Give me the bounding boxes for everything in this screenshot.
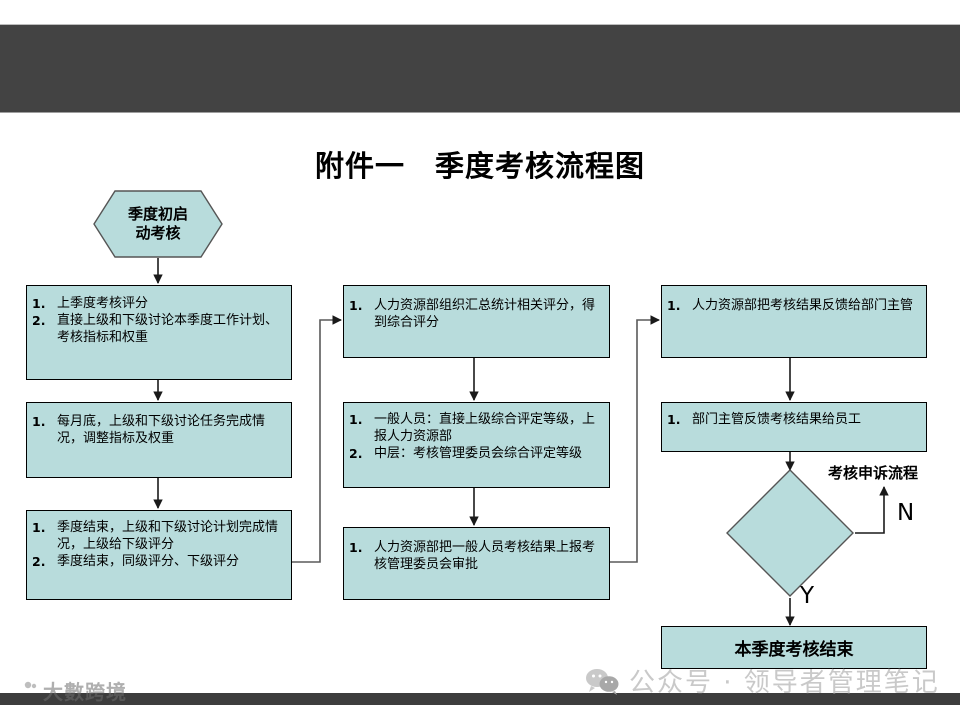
list-item: 1. 一般人员：直接上级综合评定等级，上报人力资源部 bbox=[344, 411, 607, 445]
box-item-list: 1. 上季度考核评分 2. 直接上级和下级讨论本季度工作计划、考核指标和权重 bbox=[27, 295, 289, 346]
watermark-right-text: 公众号 · 领导者管理笔记 bbox=[629, 668, 940, 698]
box-item-list: 1. 季度结束，上级和下级讨论计划完成情况，上级给下级评分 2. 季度结束，同级… bbox=[27, 519, 289, 570]
list-item-number: 2. bbox=[32, 554, 46, 569]
process-box-right-2[interactable]: 1. 部门主管反馈考核结果给员工 bbox=[661, 402, 927, 452]
box-item-list: 1. 部门主管反馈考核结果给员工 bbox=[662, 411, 924, 428]
branch-label-yes: Y bbox=[800, 583, 815, 609]
list-item-text: 季度结束，同级评分、下级评分 bbox=[57, 554, 240, 569]
watermark-left: 大數跨境 bbox=[8, 676, 127, 705]
box-item-list: 1. 每月底，上级和下级讨论任务完成情况，调整指标及权重 bbox=[27, 413, 289, 447]
box-item-list: 1. 人力资源部把考核结果反馈给部门主管 bbox=[662, 297, 924, 314]
decision-diamond[interactable] bbox=[725, 468, 855, 598]
list-item-text: 部门主管反馈考核结果给员工 bbox=[692, 412, 862, 427]
list-item: 1. 上季度考核评分 bbox=[27, 295, 289, 312]
branch-label-no: N bbox=[897, 500, 915, 526]
list-item-text: 中层：考核管理委员会综合评定等级 bbox=[374, 446, 583, 461]
list-item: 2. 中层：考核管理委员会综合评定等级 bbox=[344, 445, 607, 462]
list-item-number: 2. bbox=[32, 313, 46, 328]
process-box-left-2[interactable]: 1. 每月底，上级和下级讨论任务完成情况，调整指标及权重 bbox=[26, 402, 292, 478]
list-item-text: 人力资源部把考核结果反馈给部门主管 bbox=[692, 298, 914, 313]
list-item-number: 1. bbox=[667, 298, 681, 313]
brand-logo-icon bbox=[13, 681, 37, 700]
list-item: 2. 季度结束，同级评分、下级评分 bbox=[27, 553, 289, 570]
list-item-number: 1. bbox=[32, 520, 46, 535]
list-item: 1. 人力资源部把一般人员考核结果上报考核管理委员会审批 bbox=[344, 539, 607, 573]
list-item-text: 一般人员：直接上级综合评定等级，上报人力资源部 bbox=[374, 412, 596, 444]
list-item-text: 直接上级和下级讨论本季度工作计划、考核指标和权重 bbox=[57, 313, 279, 345]
list-item-text: 每月底，上级和下级讨论任务完成情况，调整指标及权重 bbox=[57, 414, 266, 446]
footer-bar bbox=[0, 693, 960, 705]
list-item-text: 上季度考核评分 bbox=[57, 296, 149, 311]
box-item-list: 1. 人力资源部组织汇总统计相关评分，得到综合评分 bbox=[344, 297, 607, 331]
box-item-list: 1. 一般人员：直接上级综合评定等级，上报人力资源部 2. 中层：考核管理委员会… bbox=[344, 411, 607, 462]
watermark-left-text: 大數跨境 bbox=[43, 680, 127, 704]
top-banner bbox=[0, 24, 960, 113]
list-item-text: 季度结束，上级和下级讨论计划完成情况，上级给下级评分 bbox=[57, 520, 279, 552]
process-box-right-1[interactable]: 1. 人力资源部把考核结果反馈给部门主管 bbox=[661, 285, 927, 358]
process-box-middle-2[interactable]: 1. 一般人员：直接上级综合评定等级，上报人力资源部 2. 中层：考核管理委员会… bbox=[343, 402, 610, 488]
hexagon-shape bbox=[93, 190, 223, 258]
list-item-number: 1. bbox=[32, 296, 46, 311]
page-title: 附件一 季度考核流程图 bbox=[314, 149, 645, 183]
list-item: 2. 直接上级和下级讨论本季度工作计划、考核指标和权重 bbox=[27, 312, 289, 346]
process-box-middle-1[interactable]: 1. 人力资源部组织汇总统计相关评分，得到综合评分 bbox=[343, 285, 610, 358]
list-item-number: 1. bbox=[349, 298, 363, 313]
list-item-number: 1. bbox=[349, 540, 363, 555]
list-item-number: 1. bbox=[667, 412, 681, 427]
list-item-number: 1. bbox=[32, 414, 46, 429]
list-item: 1. 每月底，上级和下级讨论任务完成情况，调整指标及权重 bbox=[27, 413, 289, 447]
list-item: 1. 人力资源部把考核结果反馈给部门主管 bbox=[662, 297, 924, 314]
end-terminal-label: 本季度考核结束 bbox=[734, 640, 854, 660]
list-item-number: 1. bbox=[349, 412, 363, 427]
list-item: 1. 部门主管反馈考核结果给员工 bbox=[662, 411, 924, 428]
process-box-middle-3[interactable]: 1. 人力资源部把一般人员考核结果上报考核管理委员会审批 bbox=[343, 527, 610, 600]
box-item-list: 1. 人力资源部把一般人员考核结果上报考核管理委员会审批 bbox=[344, 539, 607, 573]
list-item-text: 人力资源部组织汇总统计相关评分，得到综合评分 bbox=[374, 298, 596, 330]
list-item-number: 2. bbox=[349, 446, 363, 461]
diamond-shape bbox=[726, 469, 854, 597]
list-item: 1. 人力资源部组织汇总统计相关评分，得到综合评分 bbox=[344, 297, 607, 331]
start-hexagon[interactable]: 季度初启 动考核 bbox=[93, 190, 223, 258]
wechat-icon bbox=[586, 668, 619, 695]
watermark-right: 公众号 · 领导者管理笔记 bbox=[585, 662, 940, 699]
list-item: 1. 季度结束，上级和下级讨论计划完成情况，上级给下级评分 bbox=[27, 519, 289, 553]
process-box-left-1[interactable]: 1. 上季度考核评分 2. 直接上级和下级讨论本季度工作计划、考核指标和权重 bbox=[26, 285, 292, 380]
process-box-left-3[interactable]: 1. 季度结束，上级和下级讨论计划完成情况，上级给下级评分 2. 季度结束，同级… bbox=[26, 510, 292, 600]
list-item-text: 人力资源部把一般人员考核结果上报考核管理委员会审批 bbox=[374, 540, 596, 572]
end-terminal[interactable]: 本季度考核结束 bbox=[661, 626, 927, 669]
appeal-flow-label: 考核申诉流程 bbox=[828, 464, 919, 482]
